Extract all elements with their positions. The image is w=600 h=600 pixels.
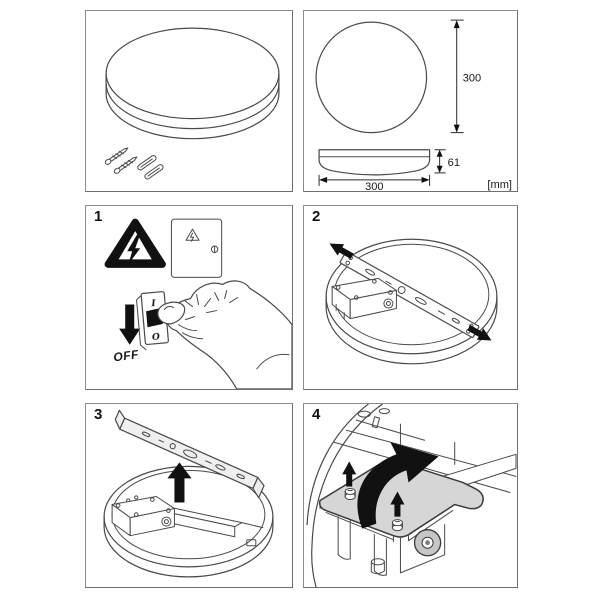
lamp-product-illustration (104, 27, 280, 180)
mounting-bracket-drawing (114, 409, 265, 499)
rotate-arrow-icon (357, 442, 439, 529)
step-number: 1 (94, 208, 103, 225)
width-dimension (318, 174, 431, 186)
bracket-removed-illustration (103, 409, 274, 578)
terminal-cover-illustration (306, 404, 517, 587)
slide-arrow-icon (329, 243, 354, 259)
fuse-box-icon (170, 218, 223, 278)
standoff-legs (337, 516, 446, 576)
terminal-box-drawing (331, 277, 397, 320)
high-voltage-warning-icon (104, 218, 166, 268)
diameter-dimension (450, 19, 464, 134)
height-label: 61 (448, 157, 460, 169)
step-number: 4 (312, 406, 321, 423)
bracket-slide-illustration (325, 238, 498, 365)
off-label: OFF (112, 347, 139, 364)
cover-screws (344, 487, 403, 532)
cable-gland-icon (413, 529, 442, 557)
lamp-side-view (318, 149, 431, 176)
dimension-diagram: 300 300 61 [mm] (315, 19, 512, 191)
off-arrow-icon (119, 304, 141, 345)
width-label: 300 (365, 181, 383, 191)
switch-off-label: O (152, 332, 161, 343)
panel-dimensions: 300 300 61 [mm] (303, 10, 518, 192)
light-switch-icon: I O (136, 291, 169, 351)
lift-arrow-icon (167, 462, 192, 503)
wall-anchors-icon (137, 155, 164, 180)
hand-icon (157, 280, 292, 389)
terminal-box-drawing (111, 496, 175, 537)
unit-label: [mm] (487, 179, 512, 191)
panel-package-contents (85, 10, 293, 192)
step-number: 3 (94, 406, 103, 423)
switch-on-label: I (150, 299, 157, 309)
slide-arrow-icon (467, 325, 492, 341)
ceiling-lamp-drawing (105, 27, 280, 140)
lift-arrow-icon (342, 461, 405, 517)
height-dimension (434, 149, 446, 174)
lamp-top-view (315, 21, 428, 134)
lamp-base-drawing (325, 238, 498, 365)
lamp-rim-closeup (306, 404, 383, 587)
panel-step-4: 4 (303, 403, 518, 588)
diameter-label: 300 (463, 72, 481, 84)
step-number: 2 (312, 208, 321, 225)
lamp-base-drawing (103, 465, 274, 578)
panel-step-1: 1 OFF I O (85, 205, 293, 390)
panel-step-3: 3 (85, 403, 293, 588)
power-off-illustration: OFF I O (104, 218, 292, 389)
panel-step-2: 2 (303, 205, 518, 390)
screws-icon (104, 147, 138, 174)
